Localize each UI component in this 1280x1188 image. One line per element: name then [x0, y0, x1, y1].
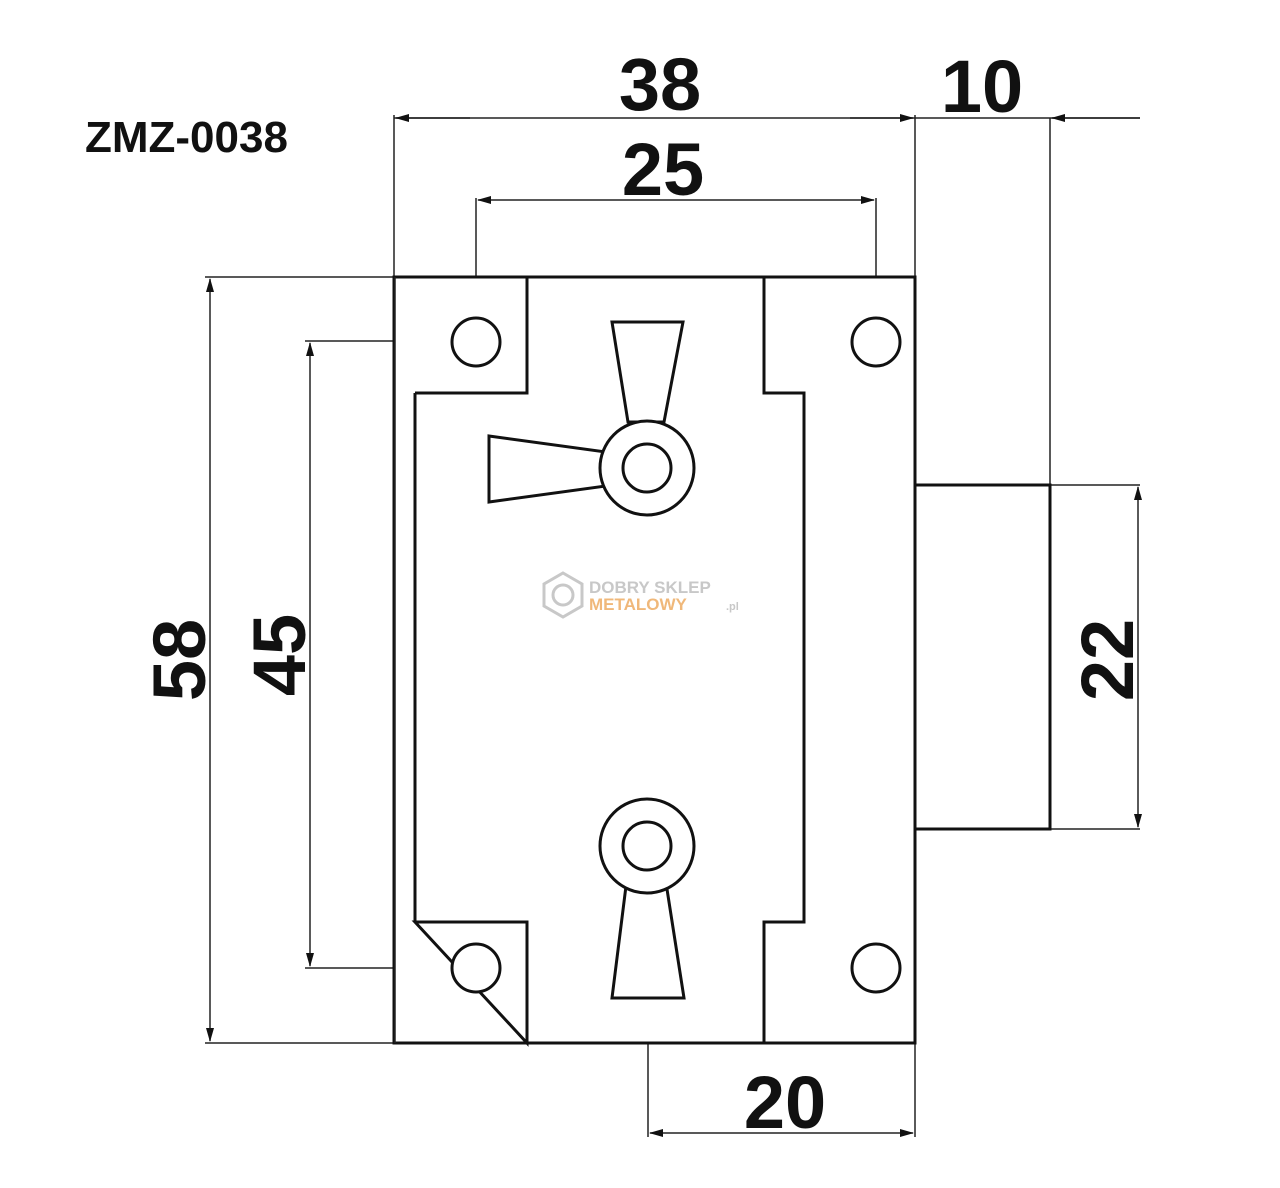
lever-mechanism: [487, 320, 696, 517]
watermark-logo: DOBRY SKLEP METALOWY .pl: [542, 571, 739, 619]
dimension-hole-spacing-horizontal: 25: [475, 128, 877, 340]
mounting-hole-top-right: [850, 316, 902, 368]
dim-label-10: 10: [941, 45, 1023, 128]
mounting-hole-bottom-left: [450, 942, 502, 994]
keyhole-center: [621, 820, 673, 872]
dimension-backset: 20: [647, 848, 916, 1144]
dim-label-25: 25: [622, 128, 704, 211]
dim-label-58: 58: [138, 619, 221, 701]
dimension-bolt-height: 22: [1050, 484, 1149, 830]
lock-body: [392, 275, 1052, 1047]
dim-label-45: 45: [238, 614, 321, 696]
dim-label-22: 22: [1066, 619, 1149, 701]
lever-center-hole: [621, 442, 673, 494]
mounting-hole-bottom-right: [850, 942, 902, 994]
watermark-line2: METALOWY: [589, 595, 688, 614]
dim-label-38: 38: [619, 43, 701, 126]
keyhole: [598, 797, 696, 1000]
lever-vertical-arm: [610, 320, 685, 424]
watermark-suffix: .pl: [726, 601, 739, 613]
mounting-hole-top-left: [450, 316, 502, 368]
dimension-overall-height: 58: [138, 276, 396, 1044]
dimension-overall-width: 38: [393, 43, 1140, 280]
watermark-line1: DOBRY SKLEP: [589, 578, 711, 597]
dimension-hole-spacing-vertical: 45: [238, 340, 476, 969]
mounting-holes: [450, 316, 902, 994]
dim-label-20: 20: [744, 1061, 826, 1144]
hexagon-logo-icon: [542, 571, 584, 619]
dimension-bolt-projection: 10: [941, 45, 1140, 485]
product-code: ZMZ-0038: [85, 113, 288, 162]
